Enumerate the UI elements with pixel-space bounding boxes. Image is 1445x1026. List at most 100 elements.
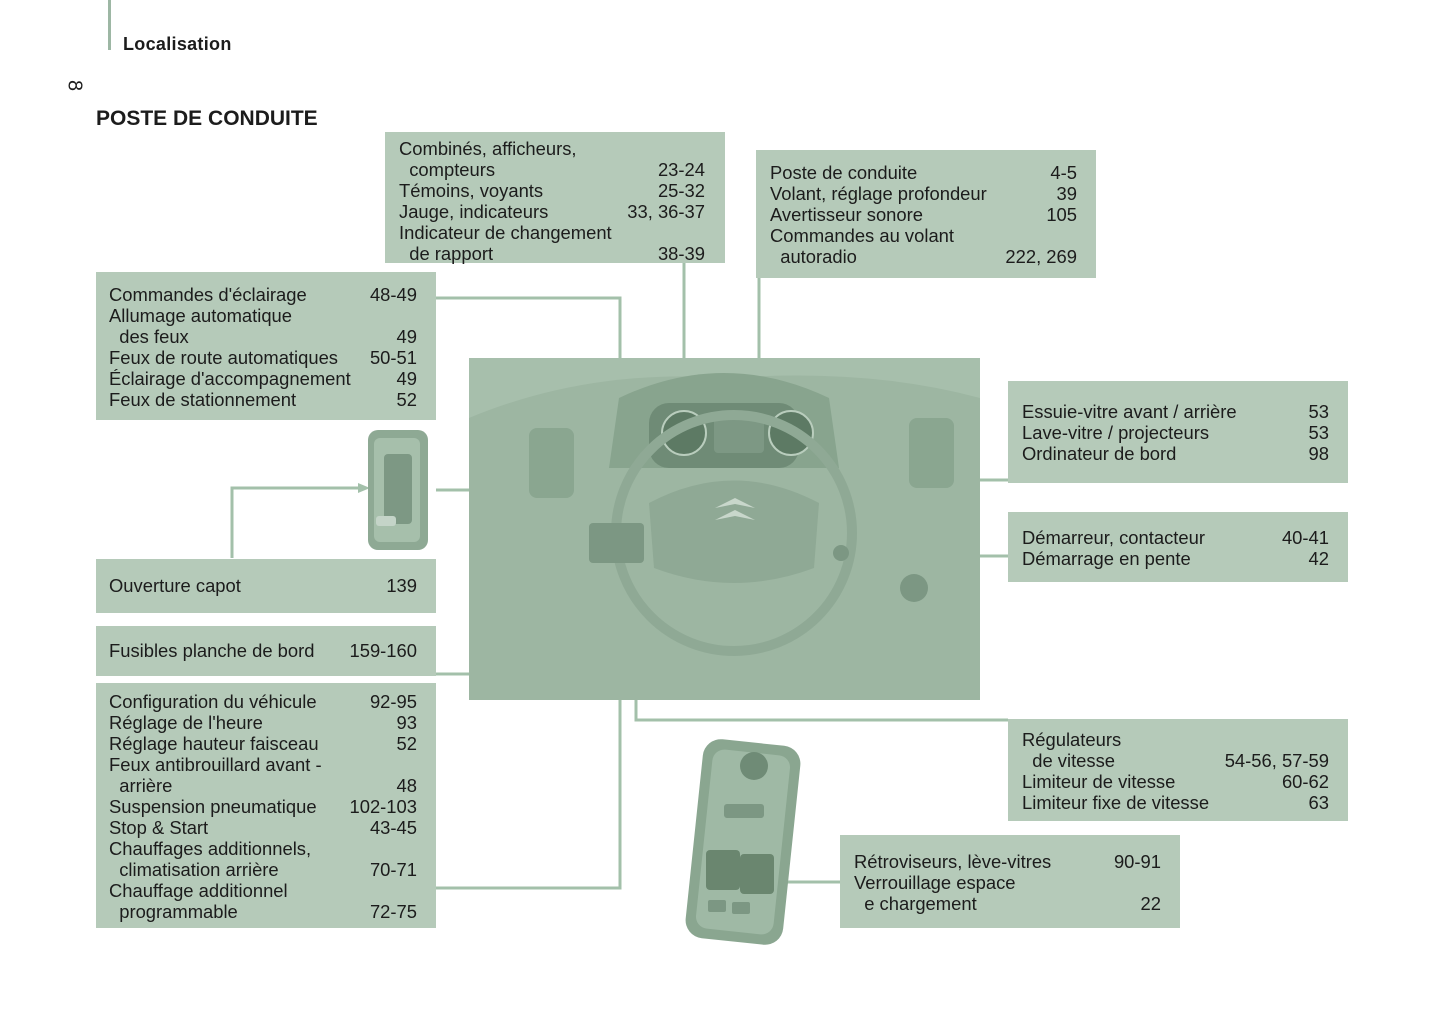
entry-page-ref: 43-45 bbox=[369, 817, 417, 838]
entry-label: Éclairage d'accompagnement bbox=[109, 368, 351, 389]
entry-label: Chauffages additionnels, bbox=[109, 838, 312, 859]
entry-label: Limiteur de vitesse bbox=[1022, 771, 1176, 792]
entry-label: programmable bbox=[109, 901, 238, 922]
entry-label: Régulateurs bbox=[1022, 729, 1122, 750]
entry-page-ref: 159-160 bbox=[349, 640, 418, 661]
entry-page-ref: 38-39 bbox=[657, 243, 705, 264]
index-entry: Chauffages additionnels, bbox=[109, 838, 417, 859]
entry-label: Feux antibrouillard avant - bbox=[109, 754, 322, 775]
index-entry: Ordinateur de bord 98 bbox=[1022, 443, 1329, 464]
index-entry: arrière 48 bbox=[109, 775, 417, 796]
entry-label: Volant, réglage profondeur bbox=[770, 183, 987, 204]
entry-page-ref: 4-5 bbox=[1050, 162, 1077, 183]
entry-page-ref: 105 bbox=[1046, 204, 1077, 225]
entry-label: Rétroviseurs, lève-vitres bbox=[854, 851, 1052, 872]
entry-label: Commandes d'éclairage bbox=[109, 284, 307, 305]
entry-label: des feux bbox=[109, 326, 189, 347]
entry-page-ref: 54-56, 57-59 bbox=[1224, 750, 1329, 771]
bonnet-release-thumbnail bbox=[368, 430, 428, 550]
entry-label: Chauffage additionnel bbox=[109, 880, 288, 901]
index-entry: Lave-vitre / projecteurs 53 bbox=[1022, 422, 1329, 443]
entry-label: Feux de route automatiques bbox=[109, 347, 339, 368]
page-number: 8 bbox=[63, 79, 86, 92]
index-entry: Indicateur de changement bbox=[399, 222, 705, 243]
entry-label: Combinés, afficheurs, bbox=[399, 138, 577, 159]
entry-label: Jauge, indicateurs bbox=[399, 201, 549, 222]
entry-page-ref: 23-24 bbox=[657, 159, 705, 180]
entry-label: Lave-vitre / projecteurs bbox=[1022, 422, 1210, 443]
entry-label: Configuration du véhicule bbox=[109, 691, 317, 712]
index-entry: Volant, réglage profondeur 39 bbox=[770, 183, 1077, 204]
entry-page-ref: 70-71 bbox=[369, 859, 417, 880]
entry-label: Ouverture capot bbox=[109, 575, 241, 596]
entry-page-ref: 25-32 bbox=[657, 180, 705, 201]
entry-label: autoradio bbox=[770, 246, 857, 267]
entry-label: Verrouillage espace bbox=[854, 872, 1016, 893]
entry-label: Témoins, voyants bbox=[399, 180, 544, 201]
dashboard-illustration bbox=[469, 358, 980, 700]
index-entry: Témoins, voyants 25-32 bbox=[399, 180, 705, 201]
window-switch-thumbnail bbox=[685, 739, 801, 945]
entry-label: de vitesse bbox=[1022, 750, 1116, 771]
entry-page-ref: 52 bbox=[396, 389, 417, 410]
entry-page-ref: 53 bbox=[1308, 422, 1329, 443]
entry-label: Réglage de l'heure bbox=[109, 712, 263, 733]
entry-label: Réglage hauteur faisceau bbox=[109, 733, 319, 754]
entry-page-ref: 93 bbox=[396, 712, 417, 733]
entry-page-ref: 222, 269 bbox=[1005, 246, 1077, 267]
entry-page-ref: 60-62 bbox=[1281, 771, 1329, 792]
index-entry: Commandes d'éclairage 48-49 bbox=[109, 284, 417, 305]
entry-label: arrière bbox=[109, 775, 173, 796]
section-label: Localisation bbox=[123, 34, 232, 54]
entry-label: Allumage automatique bbox=[109, 305, 292, 326]
entry-page-ref: 98 bbox=[1308, 443, 1329, 464]
entry-page-ref: 53 bbox=[1308, 401, 1329, 422]
entry-label: Suspension pneumatique bbox=[109, 796, 317, 817]
index-entry: Configuration du véhicule 92-95 bbox=[109, 691, 417, 712]
index-entry: Limiteur de vitesse 60-62 bbox=[1022, 771, 1329, 792]
index-entry: Réglage hauteur faisceau 52 bbox=[109, 733, 417, 754]
entry-label: Indicateur de changement bbox=[399, 222, 612, 243]
entry-label: Ordinateur de bord bbox=[1022, 443, 1177, 464]
index-entry: Feux antibrouillard avant - bbox=[109, 754, 417, 775]
entry-page-ref: 72-75 bbox=[369, 901, 417, 922]
entry-page-ref: 139 bbox=[386, 575, 417, 596]
entry-label: Fusibles planche de bord bbox=[109, 640, 315, 661]
index-entry: programmable 72-75 bbox=[109, 901, 417, 922]
entry-page-ref: 48 bbox=[396, 775, 417, 796]
entry-page-ref: 39 bbox=[1056, 183, 1077, 204]
entry-label: Essuie-vitre avant / arrière bbox=[1022, 401, 1237, 422]
index-entry: Combinés, afficheurs, bbox=[399, 138, 705, 159]
entry-label: Limiteur fixe de vitesse bbox=[1022, 792, 1210, 813]
index-entry: autoradio 222, 269 bbox=[770, 246, 1077, 267]
entry-label: Commandes au volant bbox=[770, 225, 955, 246]
entry-page-ref: 48-49 bbox=[369, 284, 417, 305]
index-entry: Commandes au volant bbox=[770, 225, 1077, 246]
entry-label: Démarreur, contacteur bbox=[1022, 527, 1205, 548]
entry-page-ref: 92-95 bbox=[369, 691, 417, 712]
index-entry: Verrouillage espace bbox=[854, 872, 1161, 893]
entry-page-ref: 52 bbox=[396, 733, 417, 754]
entry-label: Avertisseur sonore bbox=[770, 204, 923, 225]
index-entry: Régulateurs bbox=[1022, 729, 1329, 750]
entry-label: Démarrage en pente bbox=[1022, 548, 1191, 569]
